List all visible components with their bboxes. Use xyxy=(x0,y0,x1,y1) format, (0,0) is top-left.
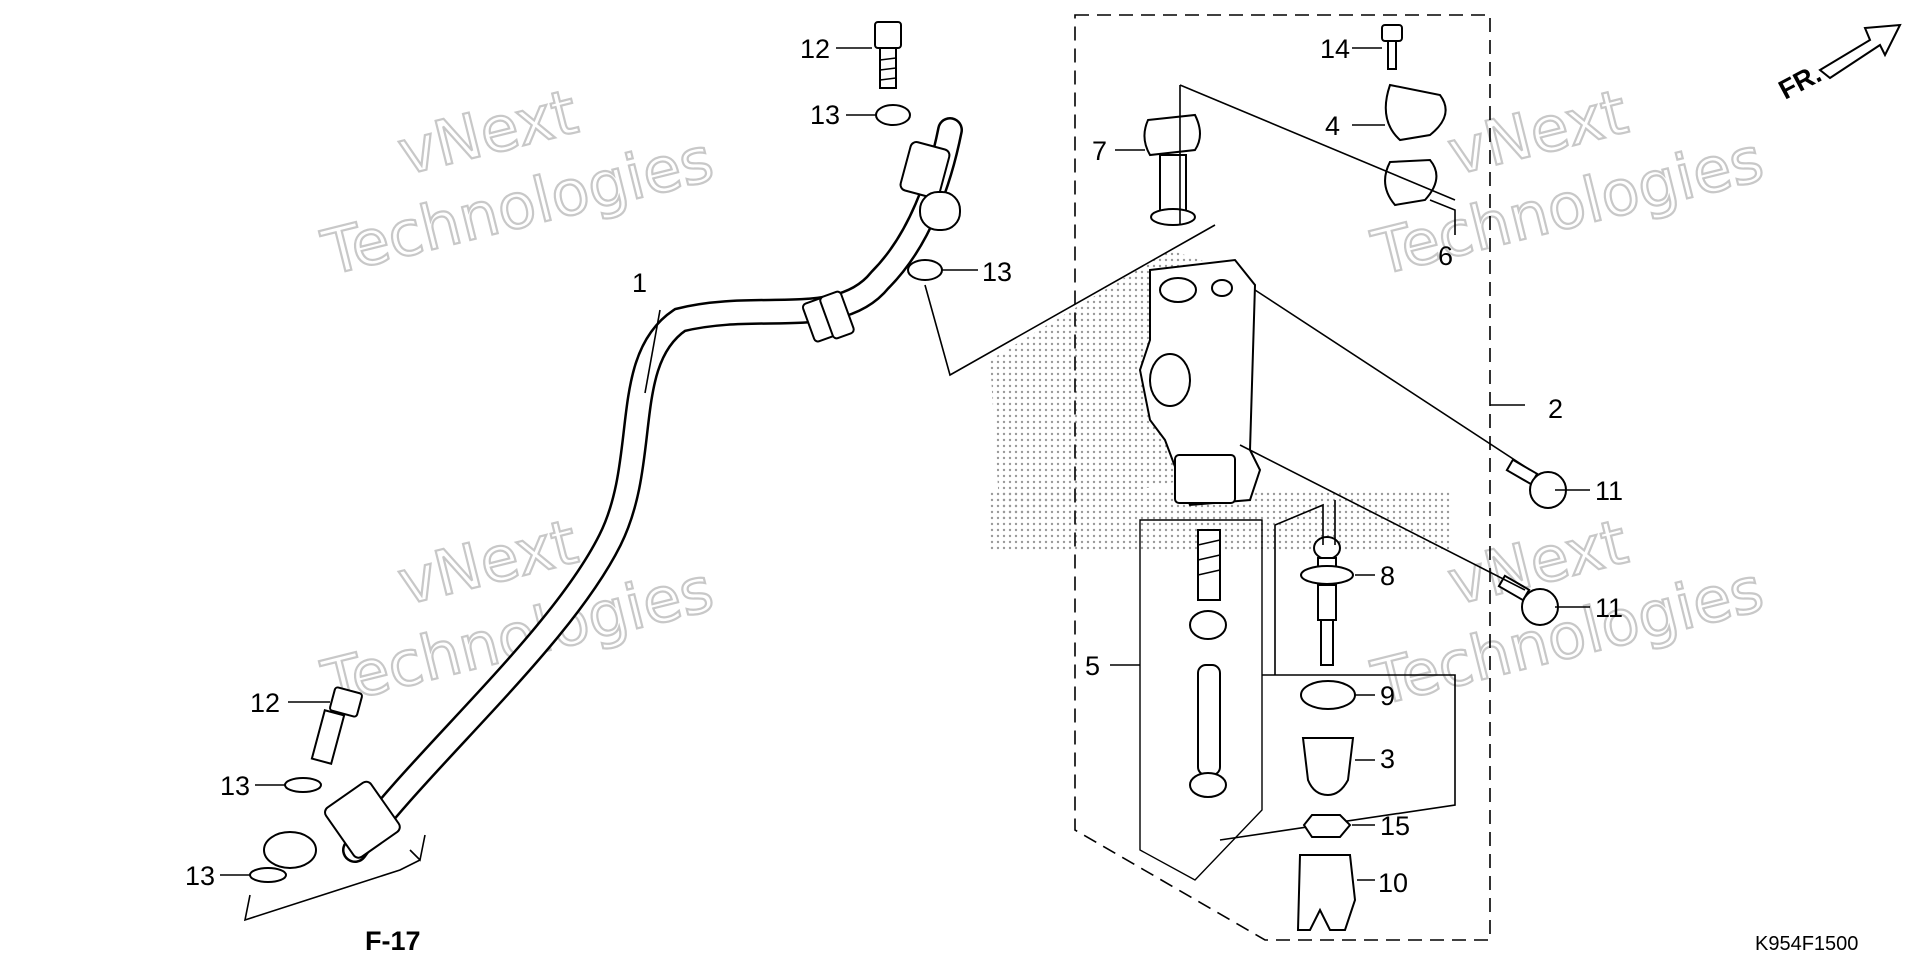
callout-label: 13 xyxy=(220,771,250,801)
master-cylinder-body-part-2 xyxy=(1138,258,1262,507)
callout-label: 1 xyxy=(632,268,647,298)
banjo-bolt-lower-part-12 xyxy=(310,686,363,765)
sealing-washer-part-13 xyxy=(907,259,943,281)
subassembly-boundary-5 xyxy=(1139,519,1263,881)
callout-numbers: 1 2 3 4 5 6 7 8 9 10 11 11 12 12 13 13 1… xyxy=(185,34,1623,898)
assembly-boundary xyxy=(1074,14,1491,941)
sealing-washer-part-13 xyxy=(284,777,322,793)
callout-label: 9 xyxy=(1380,681,1395,711)
callout-label: 11 xyxy=(1595,476,1623,506)
callout-label: 12 xyxy=(250,688,280,718)
callout-label: 11 xyxy=(1595,593,1623,623)
callout-label: 14 xyxy=(1320,34,1350,64)
nut-part-15 xyxy=(1302,814,1352,838)
callout-label: 15 xyxy=(1380,811,1410,841)
leader-lines xyxy=(220,47,1590,922)
reservoir-joint-part-7 xyxy=(1143,113,1201,226)
sealing-washer-part-13 xyxy=(875,104,911,126)
brake-hose-part-1 xyxy=(263,117,963,869)
direction-label: FR. xyxy=(1774,58,1826,105)
sealing-washer-part-13 xyxy=(249,867,287,883)
callout-label: 5 xyxy=(1085,651,1100,681)
callout-label: 4 xyxy=(1325,111,1340,141)
callout-label: 13 xyxy=(982,257,1012,287)
screw-part-14 xyxy=(1381,24,1403,70)
banjo-bolt-upper-part-12 xyxy=(874,21,902,89)
reservoir-cover-part-4 xyxy=(1384,83,1447,142)
callout-label: 10 xyxy=(1378,868,1408,898)
callout-label: 13 xyxy=(185,861,215,891)
boot-part-3 xyxy=(1301,737,1355,797)
reference-label: F-17 xyxy=(365,926,421,956)
diaphragm-part-6 xyxy=(1384,158,1438,207)
push-rod-part-8 xyxy=(1300,536,1354,666)
callout-label: 6 xyxy=(1438,241,1453,271)
mounting-bolt-part-11 xyxy=(1505,458,1567,509)
circlip-part-9 xyxy=(1300,680,1356,710)
front-direction-arrow: FR. xyxy=(1774,23,1902,105)
callout-label: 13 xyxy=(810,100,840,130)
callout-label: 2 xyxy=(1548,394,1563,424)
clevis-part-10 xyxy=(1296,854,1357,931)
diagram-code: K954F1500 xyxy=(1755,933,1858,955)
callout-label: 8 xyxy=(1380,561,1395,591)
callout-label: 3 xyxy=(1380,744,1395,774)
piston-kit-part-5 xyxy=(1189,529,1227,798)
mounting-bolt-part-11 xyxy=(1497,574,1559,626)
callout-label: 7 xyxy=(1092,136,1107,166)
callout-label: 12 xyxy=(800,34,830,64)
